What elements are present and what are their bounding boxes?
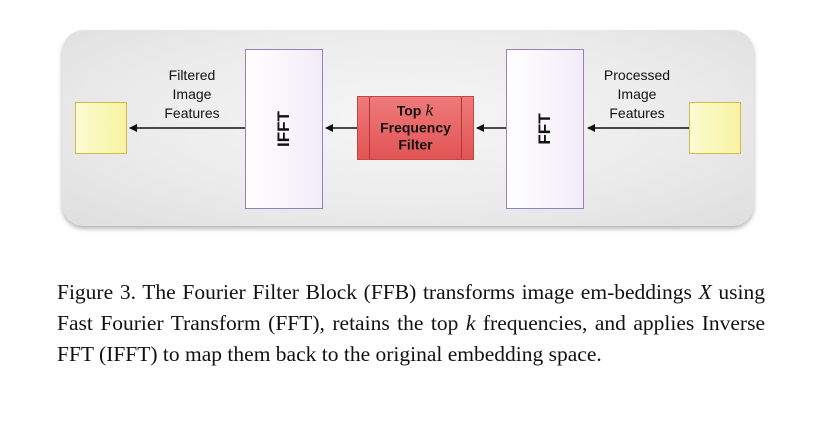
ifft-box: IFFT [245, 49, 323, 209]
processed-feature-box [689, 102, 741, 154]
top-k-filter-box: Top k Frequency Filter [357, 96, 474, 160]
filtered-features-label: Filtered Image Features [164, 67, 220, 121]
filtered-feature-box [75, 102, 127, 154]
fft-box: FFT [506, 49, 584, 209]
figure-caption: Figure 3. The Fourier Filter Block (FFB)… [57, 280, 766, 366]
processed-features-label: Processed Image Features [603, 67, 671, 121]
filter-label: Top k Frequency Filter [380, 101, 451, 153]
